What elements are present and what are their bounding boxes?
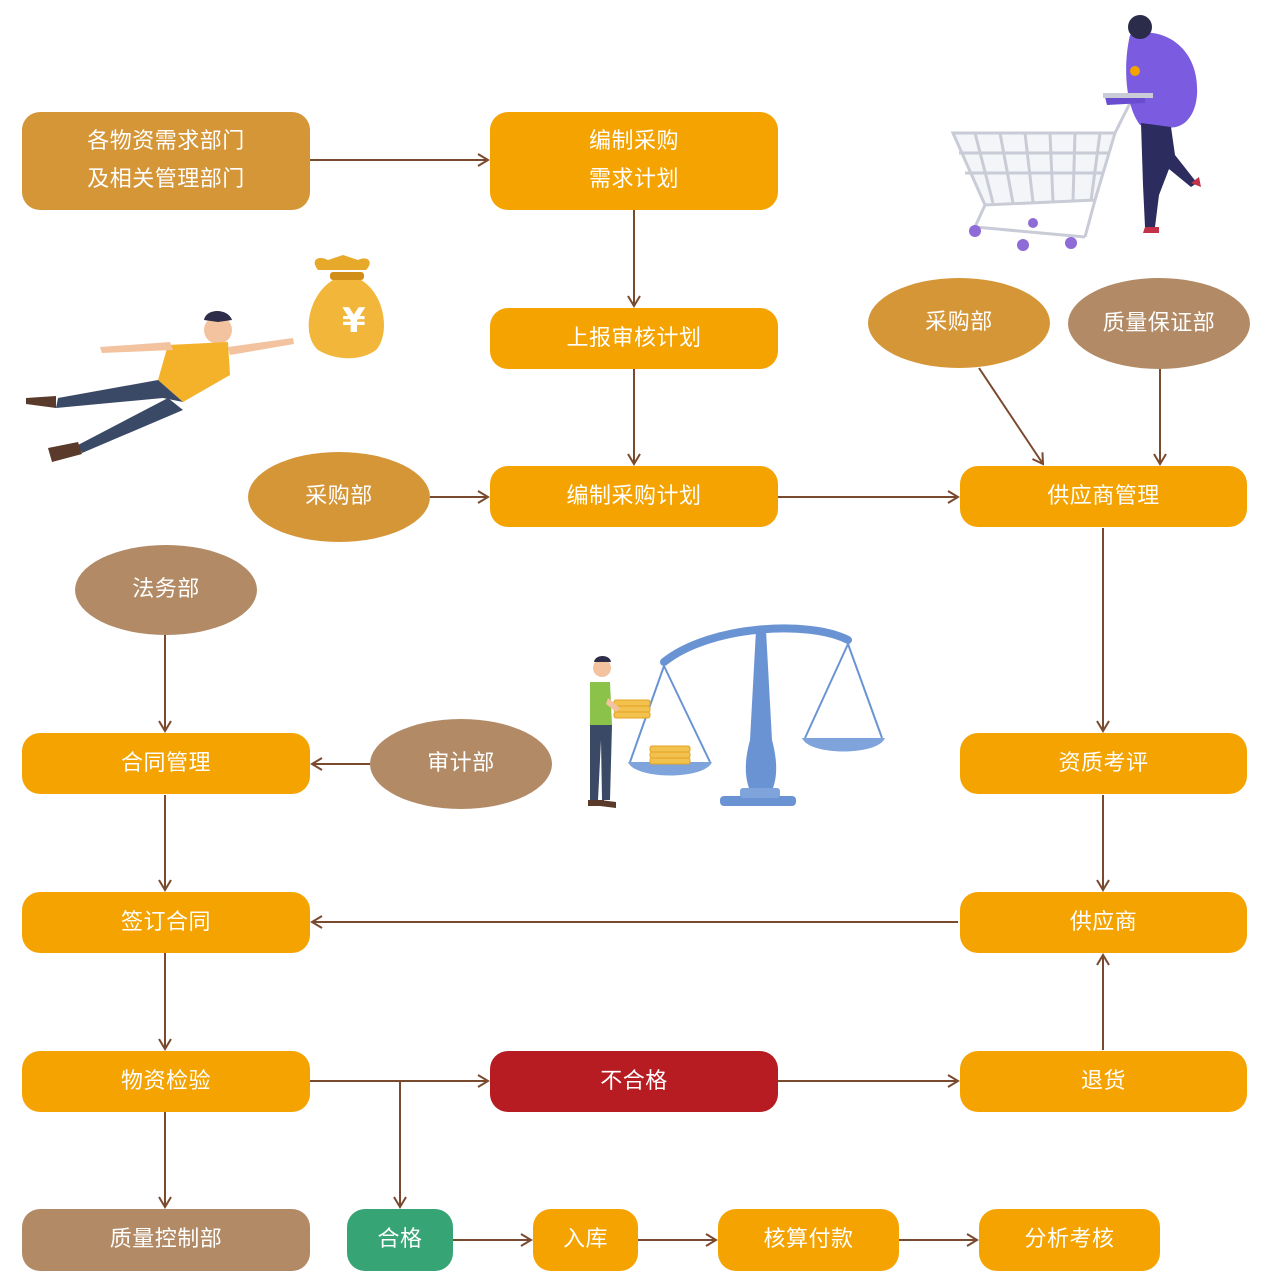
- node-settle-payment-label: 核算付款: [763, 1227, 854, 1252]
- node-procurement-dept-left: 采购部: [248, 452, 430, 542]
- node-procurement-dept-left-label: 采购部: [305, 484, 373, 509]
- node-qa-dept: 质量保证部: [1068, 278, 1250, 369]
- node-draft-demand-plan-line2: 需求计划: [588, 167, 679, 192]
- node-analysis-assessment-label: 分析考核: [1024, 1227, 1115, 1252]
- node-return-goods: 退货: [960, 1051, 1247, 1112]
- node-demand-departments-line1: 各物资需求部门: [87, 129, 245, 154]
- node-report-review-plan-label: 上报审核计划: [566, 325, 702, 351]
- node-audit-dept-label: 审计部: [427, 751, 495, 776]
- node-legal-dept-label: 法务部: [132, 577, 200, 602]
- node-procurement-dept-right: 采购部: [868, 278, 1050, 368]
- node-qualified: 合格: [347, 1209, 453, 1271]
- node-unqualified-label: 不合格: [600, 1068, 668, 1094]
- node-supplier-management-label: 供应商管理: [1047, 483, 1160, 509]
- node-contract-management-label: 合同管理: [120, 750, 211, 776]
- node-qualified-label: 合格: [377, 1227, 423, 1252]
- node-analysis-assessment: 分析考核: [979, 1209, 1160, 1271]
- node-quality-control-dept-label: 质量控制部: [109, 1227, 223, 1252]
- node-qualification-review-label: 资质考评: [1058, 750, 1149, 776]
- node-demand-departments-line2: 及相关管理部门: [87, 167, 245, 192]
- node-sign-contract-label: 签订合同: [120, 909, 211, 935]
- node-report-review-plan: 上报审核计划: [490, 308, 778, 369]
- node-procurement-dept-right-label: 采购部: [925, 310, 993, 335]
- node-warehousing-label: 入库: [562, 1227, 608, 1252]
- arrow-procurement-to-supplier-mgmt: [978, 367, 1045, 466]
- node-unqualified: 不合格: [490, 1051, 778, 1112]
- node-draft-demand-plan-line1: 编制采购: [588, 129, 679, 154]
- node-warehousing: 入库: [533, 1209, 638, 1271]
- node-draft-purchase-plan: 编制采购计划: [490, 466, 778, 527]
- node-qualification-review: 资质考评: [960, 733, 1247, 794]
- node-settle-payment: 核算付款: [718, 1209, 899, 1271]
- node-qa-dept-label: 质量保证部: [1102, 310, 1216, 336]
- node-material-inspection-label: 物资检验: [120, 1068, 211, 1094]
- node-draft-demand-plan: 编制采购 需求计划: [490, 112, 778, 210]
- node-material-inspection: 物资检验: [22, 1051, 310, 1112]
- node-quality-control-dept: 质量控制部: [22, 1209, 310, 1271]
- node-audit-dept: 审计部: [370, 719, 552, 809]
- balance-scale-illustration: [588, 624, 885, 808]
- yen-symbol: ¥: [342, 301, 366, 341]
- node-legal-dept: 法务部: [75, 545, 257, 635]
- flying-person-money-bag-illustration: ¥: [26, 255, 384, 462]
- node-demand-departments: 各物资需求部门 及相关管理部门: [22, 112, 310, 210]
- node-return-goods-label: 退货: [1080, 1068, 1126, 1094]
- shopping-cart-person-illustration: [950, 15, 1201, 251]
- node-supplier-management: 供应商管理: [960, 466, 1247, 527]
- node-sign-contract: 签订合同: [22, 892, 310, 953]
- node-supplier-label: 供应商: [1069, 909, 1138, 935]
- node-supplier: 供应商: [960, 892, 1247, 953]
- node-draft-purchase-plan-label: 编制采购计划: [566, 483, 702, 509]
- node-contract-management: 合同管理: [22, 733, 310, 794]
